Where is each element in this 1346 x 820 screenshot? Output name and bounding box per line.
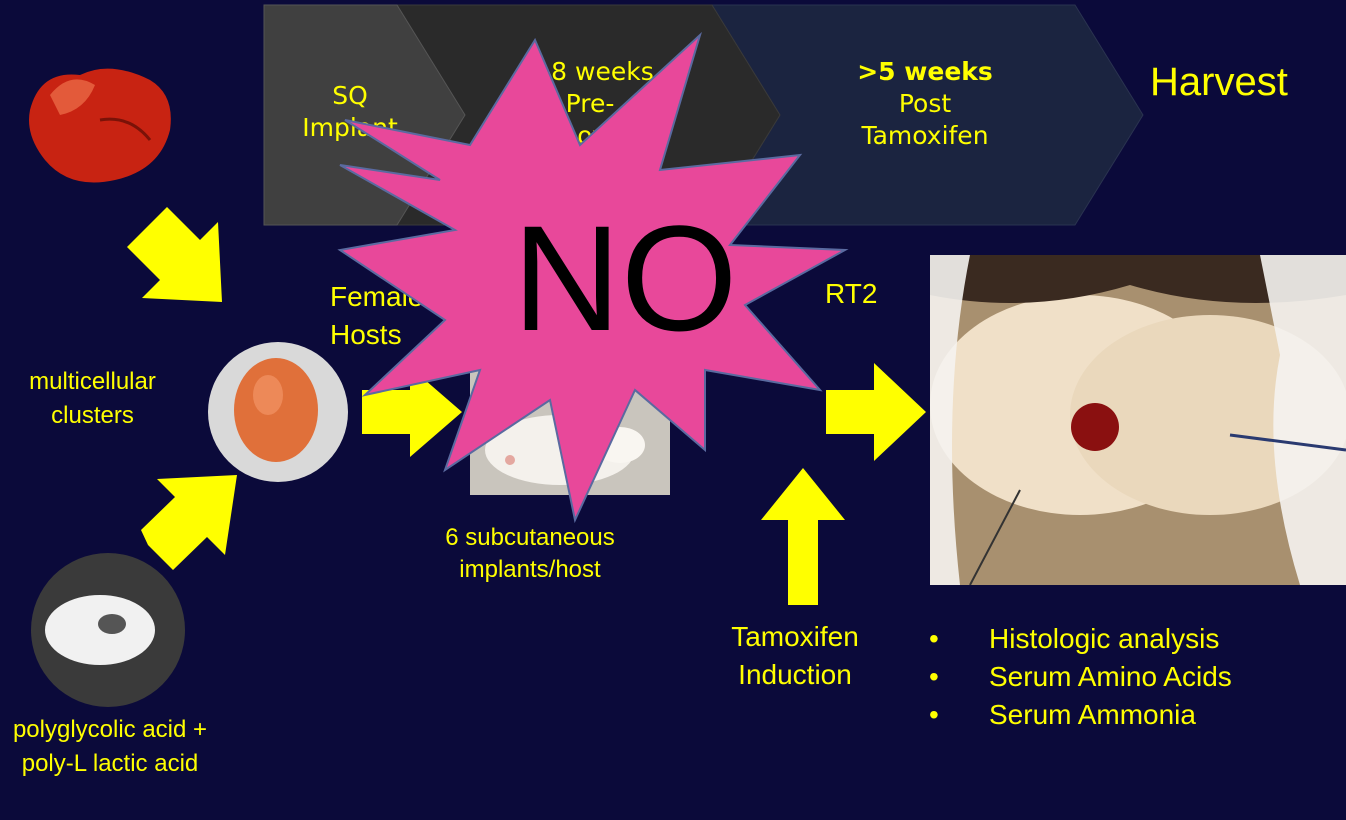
no-text: NO [513,194,738,362]
